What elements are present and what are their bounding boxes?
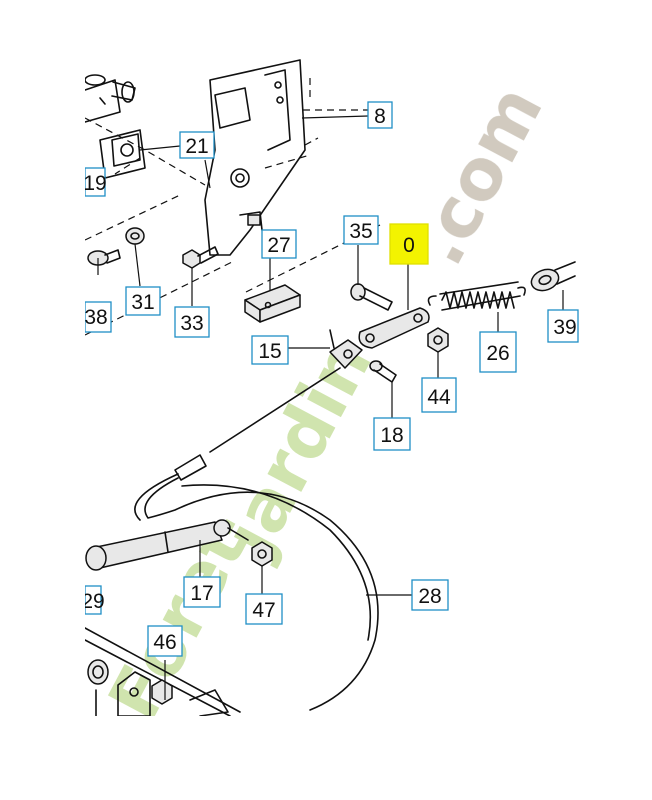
callout-27-text: 27	[267, 234, 290, 257]
callout-46[interactable]: 46	[147, 625, 183, 657]
callout-18-text: 18	[380, 424, 403, 447]
callout-47-text: 47	[252, 599, 275, 622]
callout-29-text: 29	[81, 590, 104, 613]
left-crop-mask	[0, 0, 85, 800]
cable-28-icon	[134, 367, 379, 711]
frame-bracket	[204, 59, 306, 256]
leader-lines	[97, 115, 564, 700]
callout-21[interactable]: 21	[179, 131, 215, 159]
callout-19-text: 19	[83, 172, 106, 195]
bolt-38-icon	[87, 249, 121, 266]
callout-33-text: 33	[180, 312, 203, 335]
callout-26-text: 26	[486, 342, 509, 365]
callout-44-text: 44	[427, 386, 451, 409]
nut-44-icon	[427, 327, 449, 353]
bolt-35-icon	[350, 283, 393, 311]
callout-27[interactable]: 27	[261, 229, 297, 259]
callout-15[interactable]: 15	[251, 335, 289, 365]
callout-47[interactable]: 47	[245, 593, 283, 625]
bolts-group	[87, 227, 219, 269]
callout-31[interactable]: 31	[125, 286, 161, 316]
callout-28[interactable]: 28	[411, 579, 449, 611]
pin-18-icon	[369, 360, 397, 383]
callout-38-text: 38	[84, 306, 107, 329]
callout-18[interactable]: 18	[373, 417, 411, 451]
callout-8-text: 8	[374, 105, 386, 128]
callout-39-text: 39	[553, 316, 576, 339]
block-27-icon	[244, 284, 301, 323]
callout-31-text: 31	[131, 291, 154, 314]
callout-17[interactable]: 17	[183, 576, 221, 608]
shaft-assembly	[84, 74, 146, 179]
callout-28-text: 28	[418, 585, 441, 608]
damper-17-icon	[85, 519, 249, 571]
callout-0-text: 0	[403, 234, 415, 257]
spring-26-icon	[427, 281, 526, 311]
callout-8[interactable]: 8	[367, 101, 393, 129]
link-plate-0-icon	[358, 307, 430, 349]
callout-19[interactable]: 19	[83, 167, 107, 197]
callout-46-text: 46	[153, 631, 176, 654]
lower-assembly	[84, 627, 241, 717]
bolt-33-icon	[182, 246, 219, 269]
callout-17-text: 17	[190, 582, 213, 605]
bottom-crop-mask	[0, 716, 652, 800]
callout-35-text: 35	[349, 220, 372, 243]
callout-26[interactable]: 26	[479, 331, 517, 373]
callout-33[interactable]: 33	[174, 306, 210, 338]
bracket-15-icon	[329, 329, 363, 369]
callout-39[interactable]: 39	[547, 309, 579, 343]
callout-15-text: 15	[258, 340, 281, 363]
callout-44[interactable]: 44	[421, 377, 457, 413]
rod-end-39-icon	[530, 261, 576, 292]
watermark-jardin: jardin	[206, 327, 388, 571]
callout-35[interactable]: 35	[343, 215, 379, 245]
washer-31-icon	[125, 227, 145, 245]
callout-38[interactable]: 38	[84, 301, 112, 333]
nut-47-icon	[251, 541, 273, 567]
callout-21-text: 21	[185, 135, 208, 158]
callout-0-highlighted[interactable]: 0	[389, 223, 429, 265]
